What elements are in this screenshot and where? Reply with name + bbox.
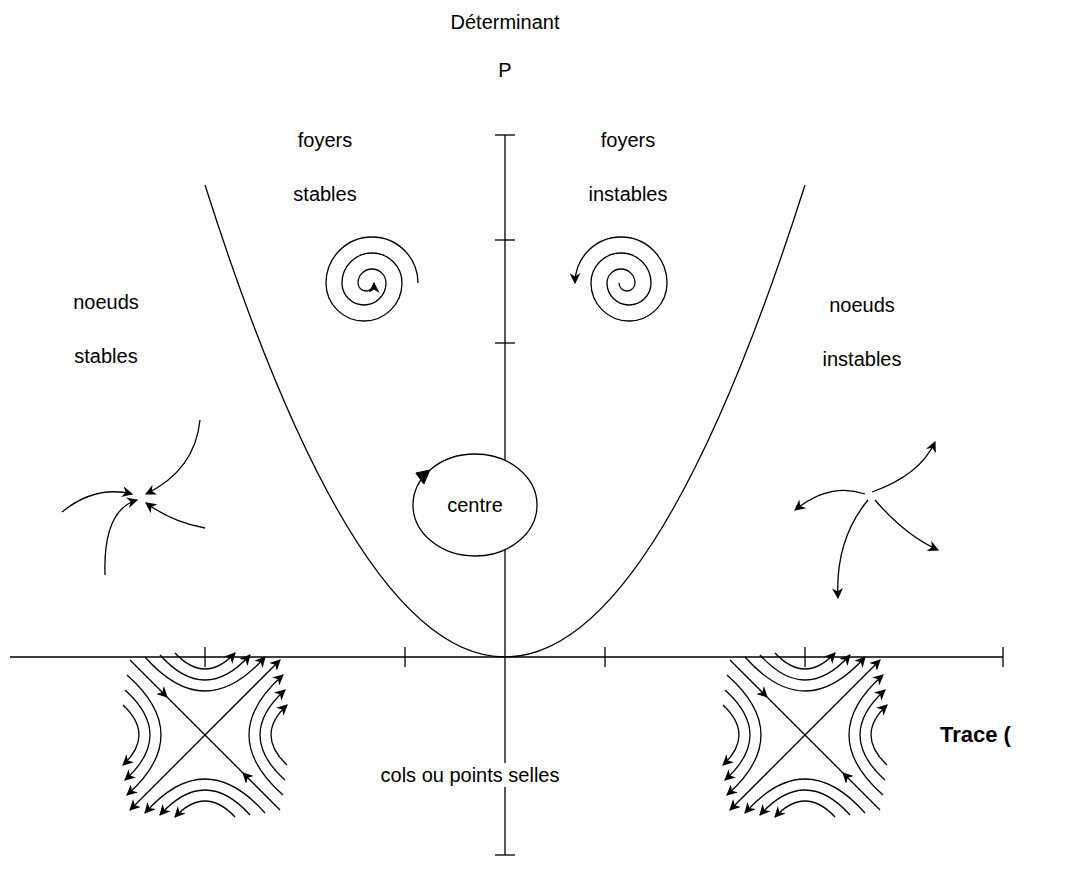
parabola-boundary [205,185,805,657]
unstable-node-portrait [795,442,938,598]
axis-title: Trace ( [940,722,1011,748]
stable-node-portrait [62,420,205,575]
axes [10,135,1003,855]
saddle-portrait [123,653,287,817]
orbit-label: centre [447,494,503,517]
saddle-portrait [723,653,887,817]
stable-spiral [326,237,418,321]
axis-title: Déterminant [451,10,560,34]
region-label: foyers stables [293,113,356,221]
region-label: noeuds stables [73,275,139,383]
unstable-spiral [575,237,667,321]
region-label: noeuds instables [823,278,902,386]
region-label: foyers instables [589,113,668,221]
closed-orbit: centre [412,453,538,557]
region-label: cols ou points selles [375,763,566,787]
axis-letter: P [498,58,511,82]
